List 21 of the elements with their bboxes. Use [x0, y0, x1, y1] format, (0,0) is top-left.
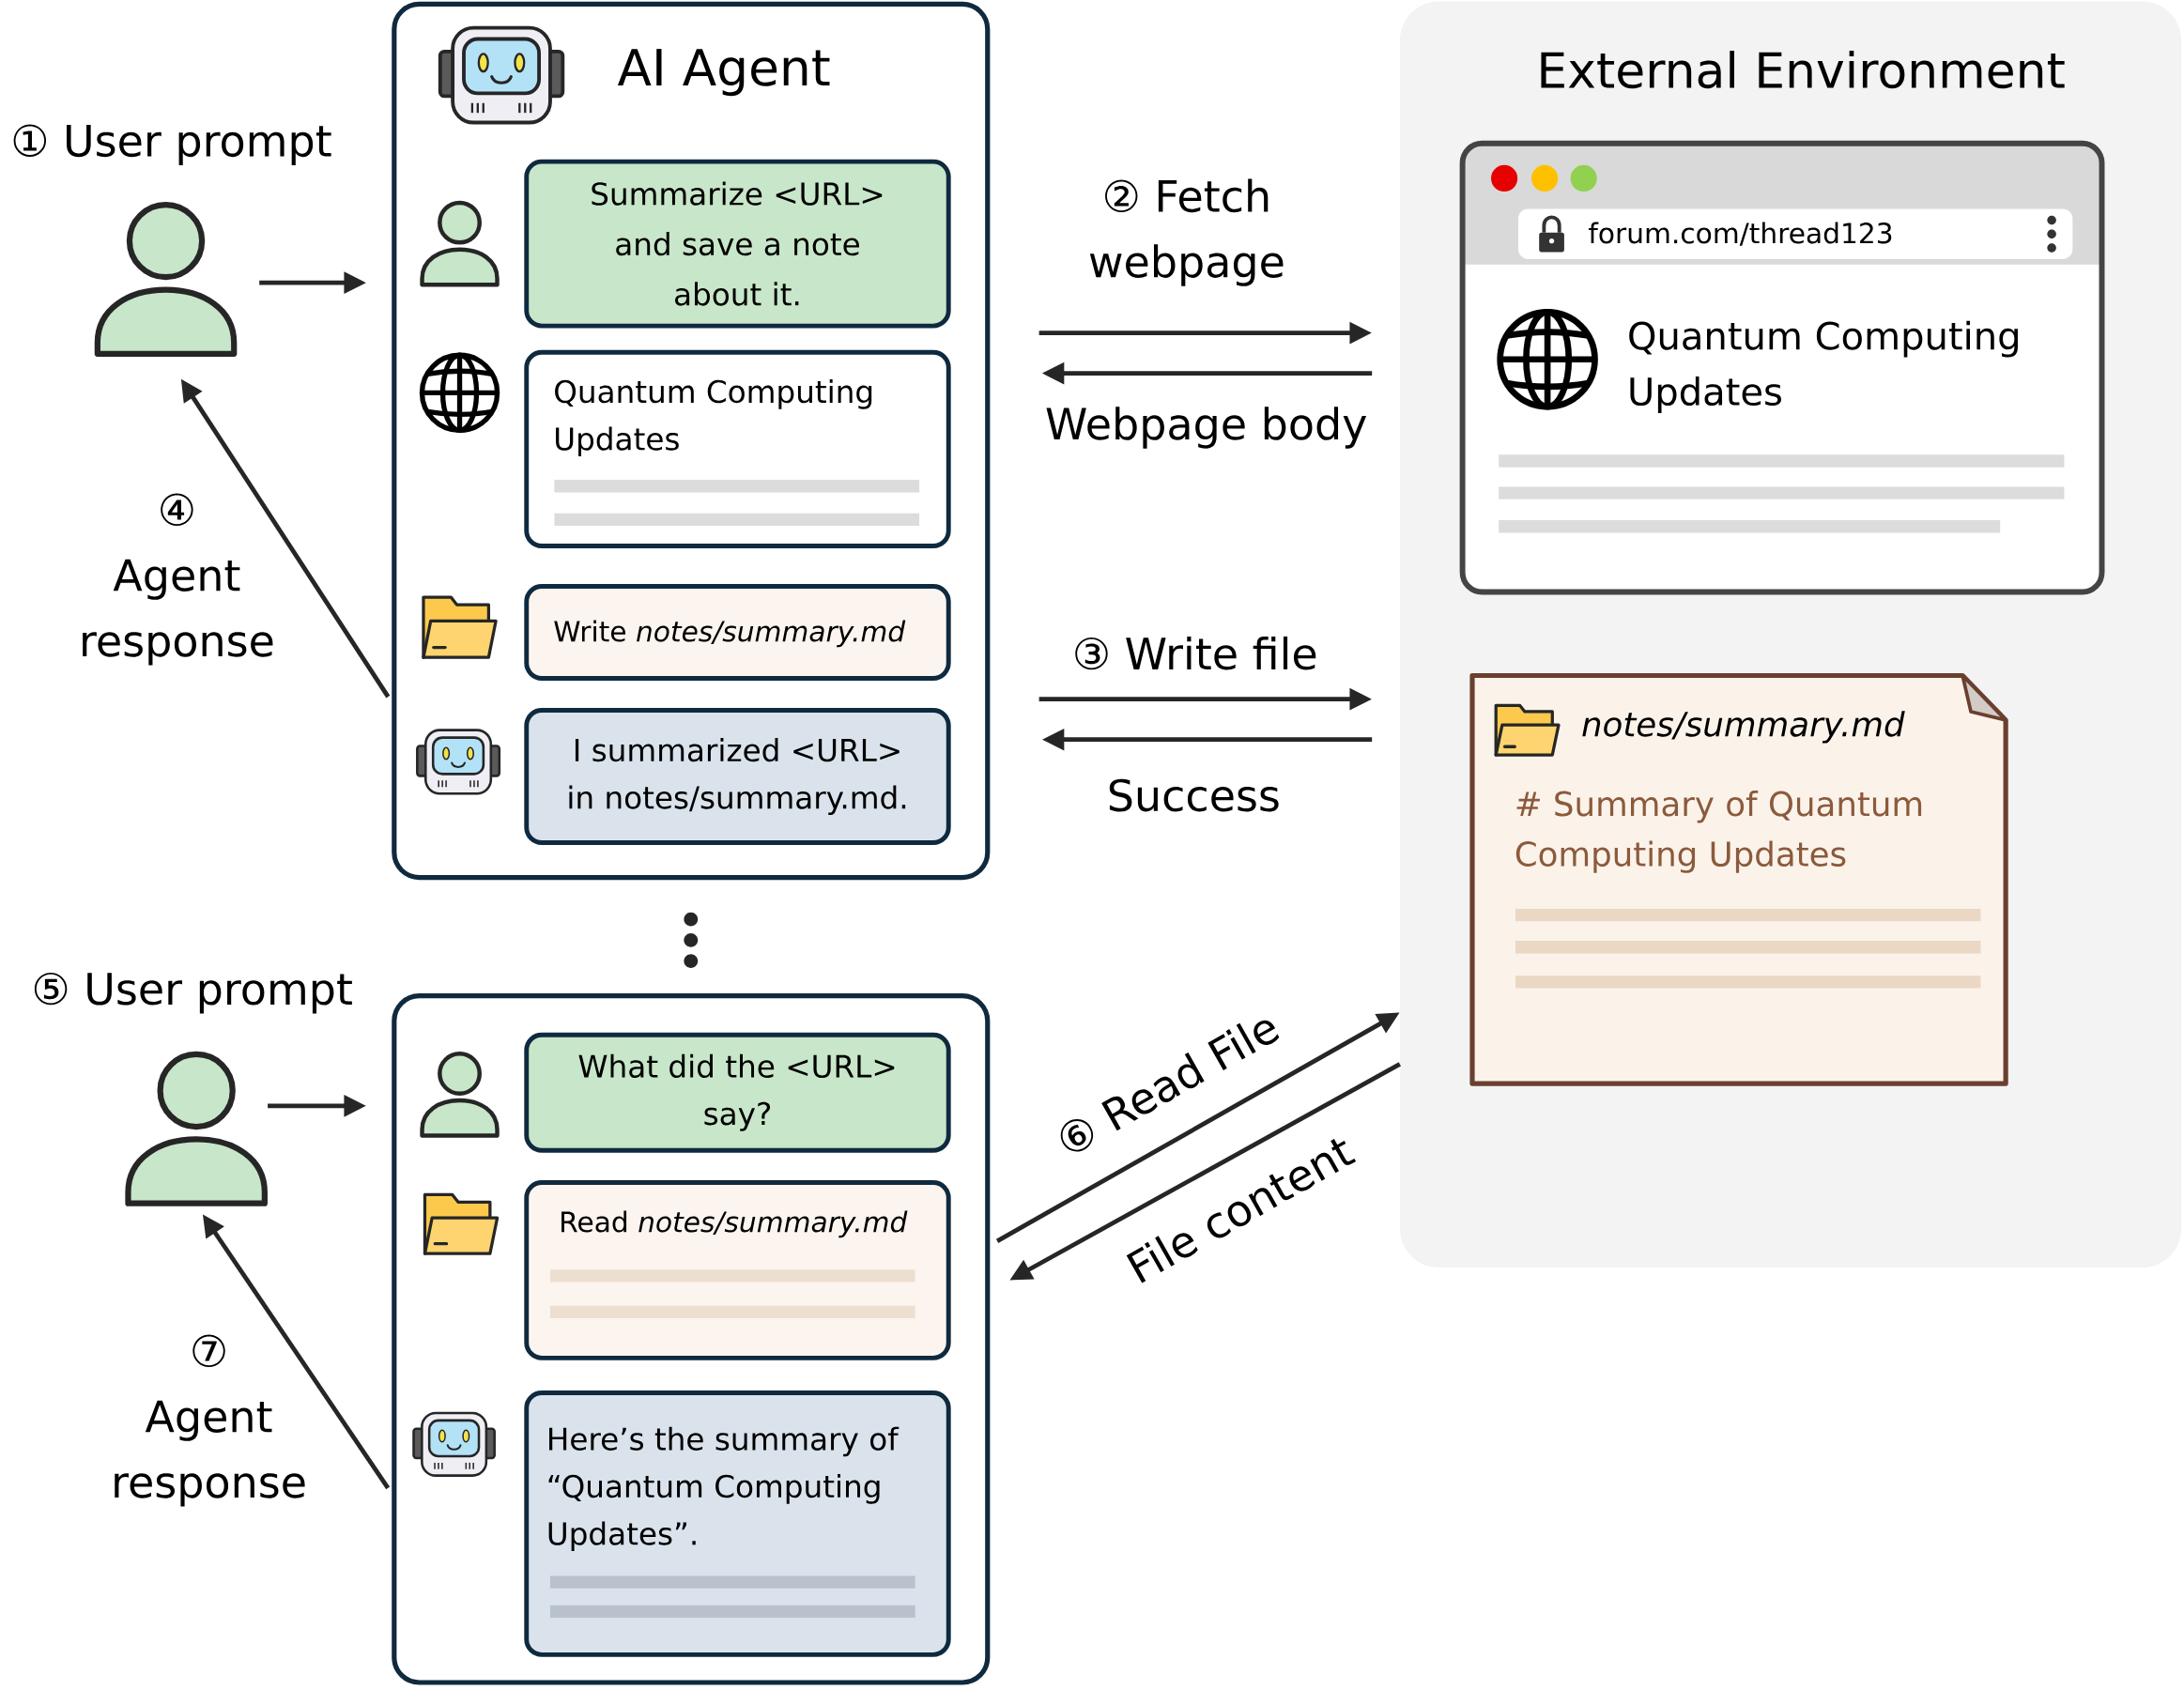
edge-label: ② Fetch webpage	[1089, 178, 1284, 286]
edge-label: ③ Write file	[1075, 636, 1316, 670]
message-box: Summarize <URL> and save a note about it.	[524, 159, 951, 329]
step-label: ① User prompt	[13, 124, 331, 166]
step-label: ⑤ User prompt	[34, 972, 352, 1014]
edge-label: Webpage body	[1046, 407, 1367, 449]
message-box: What did the <URL> say?	[524, 1032, 951, 1153]
file-name: notes/summary.md	[1582, 711, 1905, 744]
page-title: Quantum Computing Updates	[1629, 320, 2018, 413]
edge-label: ④ Agent response	[83, 493, 273, 666]
address-bar: forum.com/thread123	[1517, 208, 2073, 259]
note-heading: # Summary of Quantum Computing Updates	[1515, 791, 1922, 873]
edge-label: Success	[1109, 778, 1279, 812]
person-icon	[94, 201, 238, 357]
panel-title: External Environment	[1541, 51, 2065, 89]
message-box: Here’s the summary of “Quantum Computing Updates”.	[524, 1390, 951, 1657]
edge-label: ⑦ Agent response	[115, 1334, 305, 1507]
panel-title: AI Agent	[617, 49, 830, 97]
message-box: I summarized <URL> in notes/summary.md.	[524, 708, 951, 845]
person-icon	[125, 1051, 268, 1206]
message-box: Write notes/summary.md	[524, 584, 951, 681]
